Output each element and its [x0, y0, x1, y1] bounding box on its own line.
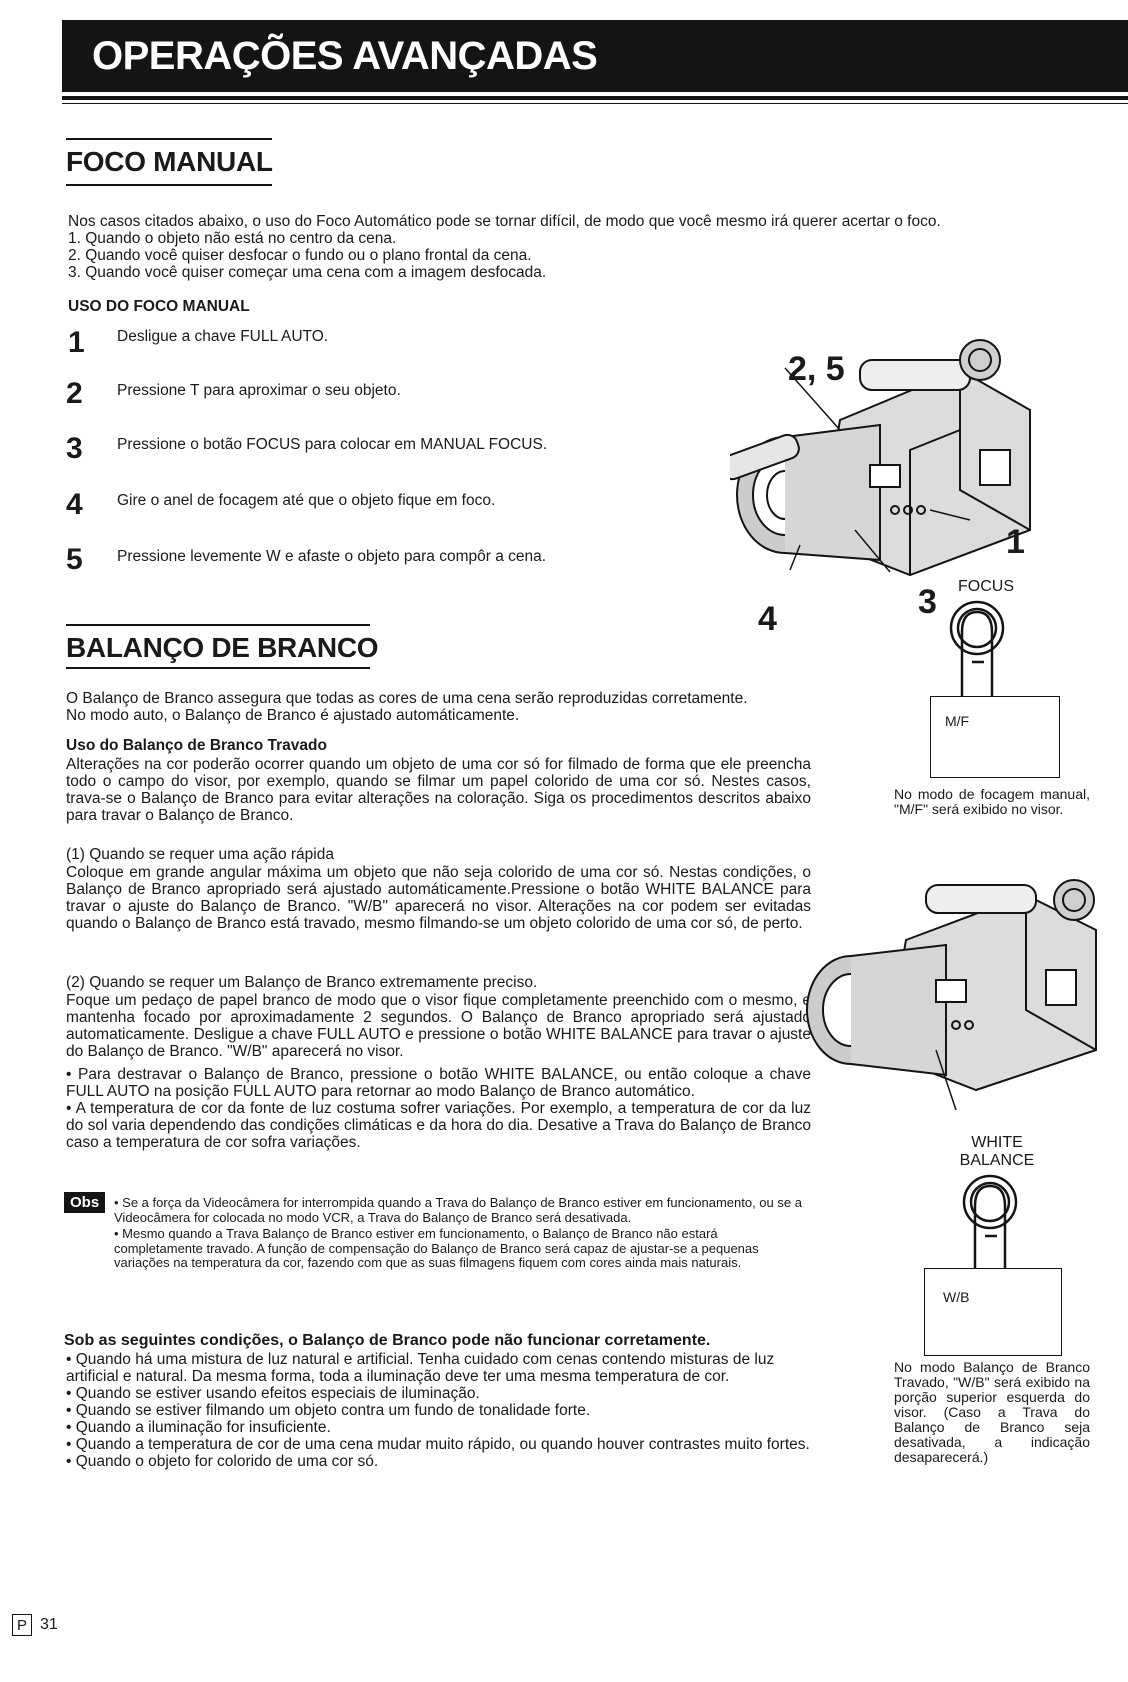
foco-case-list: 1. Quando o objeto não está no centro da…: [68, 230, 968, 281]
viewfinder-indicator: M/F: [945, 713, 970, 729]
step-text: Pressione levemente W e afaste o objeto …: [117, 548, 547, 565]
section-rule: [66, 184, 272, 186]
obs-notes: Se a força da Videocâmera for interrompi…: [114, 1195, 804, 1271]
balanco-intro: O Balanço de Branco assegura que todas a…: [66, 690, 811, 724]
step-number: 4: [66, 488, 83, 521]
intro-line: No modo auto, o Balanço de Branco é ajus…: [66, 707, 520, 724]
bullet-item: Para destravar o Balanço de Branco, pres…: [66, 1066, 811, 1100]
viewfinder-screen-2: W/B: [924, 1268, 1062, 1356]
figure-caption: No modo Balanço de Branco Travado, "W/B"…: [894, 1359, 1090, 1465]
intro-line: O Balanço de Branco assegura que todas a…: [66, 690, 748, 707]
foco-case: 1. Quando o objeto não está no centro da…: [68, 230, 397, 247]
callout-label: 2, 5: [788, 350, 845, 388]
travado-title: Uso do Balanço de Branco Travado: [66, 737, 327, 754]
callout-label: 3: [918, 583, 937, 621]
step-text: Pressione T para aproximar o seu objeto.: [117, 382, 401, 399]
header-rule-thin: [62, 103, 1128, 104]
step-number: 3: [66, 432, 83, 465]
label-line: WHITE: [971, 1134, 1023, 1151]
button-press-icon-2: [962, 1174, 1018, 1270]
section-rule: [66, 624, 370, 626]
section-rule: [66, 138, 272, 140]
section-rule: [66, 667, 370, 669]
focus-button-label: FOCUS: [958, 578, 1014, 595]
viewfinder-indicator: W/B: [943, 1289, 970, 1305]
page-title: OPERAÇÕES AVANÇADAS: [92, 33, 598, 78]
travado-text: Alterações na cor poderão ocorrer quando…: [66, 756, 811, 824]
camcorder-illustration-2: [806, 879, 1097, 1111]
foco-intro: Nos casos citados abaixo, o uso do Foco …: [68, 213, 941, 230]
page-number: 31: [40, 1616, 58, 1633]
case1-text: Coloque em grande angular máxima um obje…: [66, 864, 811, 932]
step-text: Pressione o botão FOCUS para colocar em …: [117, 436, 548, 453]
condition-item: Quando há uma mistura de luz natural e a…: [66, 1351, 811, 1385]
conditions-list: Quando há uma mistura de luz natural e a…: [66, 1351, 811, 1470]
viewfinder-screen: M/F: [930, 696, 1060, 778]
figure-caption: No modo de focagem manual, "M/F" será ex…: [894, 786, 1090, 817]
button-press-icon: [949, 600, 1005, 696]
condition-item: Quando a temperatura de cor de uma cena …: [66, 1436, 811, 1453]
white-balance-label: WHITE BALANCE: [957, 1134, 1037, 1170]
callout-label: 4: [758, 600, 777, 638]
case1-title: (1) Quando se requer uma ação rápida: [66, 846, 334, 863]
camcorder-illustration: [730, 339, 1031, 577]
condition-item: Quando se estiver usando efeitos especia…: [66, 1385, 811, 1402]
step-text: Gire o anel de focagem até que o objeto …: [117, 492, 496, 509]
section-title-balanco: BALANÇO DE BRANCO: [66, 632, 379, 663]
step-number: 1: [68, 326, 85, 359]
condition-item: Quando se estiver filmando um objeto con…: [66, 1402, 811, 1419]
step-text: Desligue a chave FULL AUTO.: [117, 328, 329, 345]
case2-title: (2) Quando se requer um Balanço de Branc…: [66, 974, 538, 991]
page-letter-box: P: [12, 1614, 32, 1636]
step-number: 2: [66, 377, 83, 410]
section-title-foco: FOCO MANUAL: [66, 146, 273, 177]
condition-item: Quando a iluminação for insuficiente.: [66, 1419, 811, 1436]
foco-case: 3. Quando você quiser começar uma cena c…: [68, 264, 547, 281]
obs-item: Se a força da Videocâmera for interrompi…: [114, 1195, 804, 1225]
case2-text: Foque um pedaço de papel branco de modo …: [66, 992, 811, 1060]
uso-foco-title: USO DO FOCO MANUAL: [68, 298, 250, 315]
case2-bullets: Para destravar o Balanço de Branco, pres…: [66, 1066, 811, 1151]
step-number: 5: [66, 543, 83, 576]
conditions-title: Sob as seguintes condições, o Balanço de…: [64, 1332, 711, 1349]
obs-badge: Obs: [64, 1192, 106, 1213]
page-banner: OPERAÇÕES AVANÇADAS: [62, 20, 1128, 92]
condition-item: Quando o objeto for colorido de uma cor …: [66, 1453, 811, 1470]
foco-case: 2. Quando você quiser desfocar o fundo o…: [68, 247, 532, 264]
label-line: BALANCE: [959, 1152, 1035, 1169]
callout-label: 1: [1006, 523, 1025, 561]
page-letter: P: [16, 1616, 27, 1634]
bullet-item: A temperatura de cor da fonte de luz cos…: [66, 1100, 811, 1151]
obs-item: Mesmo quando a Trava Balanço de Branco e…: [114, 1226, 804, 1271]
header-rule: [62, 96, 1128, 100]
